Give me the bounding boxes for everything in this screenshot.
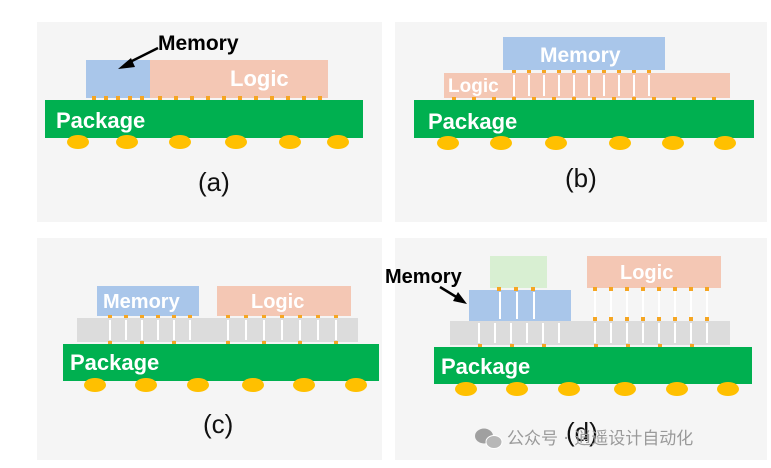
microbumps-a: [92, 96, 322, 101]
memory-die-d: [469, 290, 571, 321]
solder-balls-d: [455, 382, 739, 396]
package-label-c: Package: [70, 350, 159, 375]
tsvs-d-memory: [499, 292, 535, 319]
logic-label-c: Logic: [251, 291, 304, 313]
memory-label-b: Memory: [540, 44, 621, 67]
tsvs-b: [513, 75, 650, 96]
package-substrate-c: [63, 344, 379, 381]
memory-arrow-head-a: [118, 58, 135, 69]
interposer-c: [77, 318, 358, 342]
microbumps-c-bottom: [108, 341, 338, 345]
package-substrate-b: [414, 100, 754, 138]
interposer-d: [450, 321, 730, 345]
package-substrate-d: [434, 347, 752, 384]
microbumps-c-top: [108, 315, 338, 319]
watermark-text: 公众号 · 逍遥设计自动化: [507, 429, 693, 449]
logic-pillars-d: [594, 288, 708, 318]
microbumps-d-logic: [593, 287, 709, 321]
solder-balls-c: [84, 378, 367, 392]
wechat-icon: [475, 428, 503, 449]
logic-label-a: Logic: [230, 66, 289, 91]
diagram-d: Logic: [385, 256, 752, 447]
diagram-b: Memory Logic: [414, 37, 754, 193]
tsvs-c: [109, 320, 337, 340]
microbumps-d-bottom: [478, 344, 694, 348]
memory-callout-a: Memory: [158, 32, 239, 55]
logic-label-b: Logic: [448, 76, 499, 97]
logic-die-c: [217, 286, 351, 316]
memory-callout-d: Memory: [385, 266, 463, 288]
logic-label-d: Logic: [620, 262, 673, 284]
package-label-a: Package: [56, 108, 145, 133]
caption-d: (d): [566, 417, 598, 447]
memory-arrow-head-d: [453, 292, 467, 304]
watermark: 公众号 · 逍遥设计自动化: [475, 428, 693, 449]
package-label-d: Package: [441, 354, 530, 379]
microbumps-b-bottom: [452, 97, 716, 101]
package-substrate-a: [45, 100, 363, 138]
top-die-d: [490, 256, 547, 288]
diagram-c: Memory Logic: [63, 286, 379, 439]
memory-die-c: [97, 286, 199, 316]
logic-die-d: [587, 256, 721, 288]
memory-arrow-line-d: [439, 285, 459, 300]
diagram-a: Logic Package: [45, 32, 363, 197]
microbumps-d-memory-top: [497, 287, 535, 291]
logic-die-a: [150, 60, 328, 98]
caption-c: (c): [203, 409, 233, 439]
memory-die-b: [503, 37, 665, 70]
package-label-b: Package: [428, 109, 517, 134]
caption-b: (b): [565, 163, 597, 193]
memory-die-a: [86, 60, 150, 98]
microbumps-b-top: [512, 70, 651, 74]
solder-balls-b: [437, 136, 736, 150]
caption-a: (a): [198, 167, 230, 197]
logic-die-b: [444, 73, 730, 98]
memory-label-c: Memory: [103, 291, 181, 313]
solder-balls-a: [67, 135, 349, 149]
tsvs-d-interposer: [478, 323, 708, 343]
